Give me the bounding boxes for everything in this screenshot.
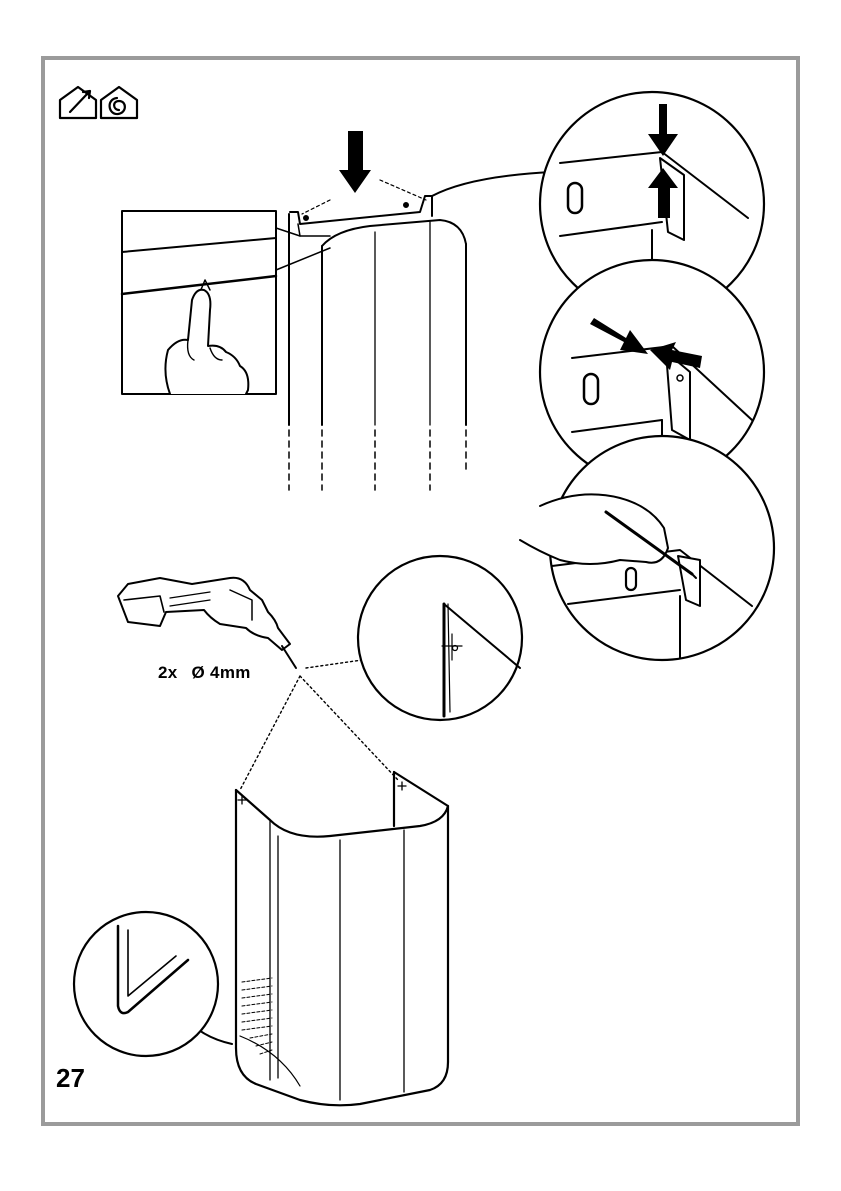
house-spiral-icon (101, 87, 137, 118)
detail-circle-marking (520, 436, 774, 660)
down-arrow-icon (339, 131, 371, 193)
detail-circle-hole (358, 556, 522, 720)
page-number: 27 (56, 1063, 85, 1094)
vent-grille (242, 978, 272, 1054)
drill-icon (118, 578, 296, 668)
drill-quantity: 2x (158, 663, 178, 682)
lower-chimney (236, 772, 448, 1105)
drill-diameter: Ø 4mm (192, 663, 251, 682)
drill-spec-label: 2x Ø 4mm (158, 663, 265, 683)
upper-chimney (289, 131, 466, 490)
house-arrow-icon (60, 87, 96, 118)
detail-circle-corner (74, 912, 232, 1056)
finger-detail-inset (122, 211, 330, 394)
